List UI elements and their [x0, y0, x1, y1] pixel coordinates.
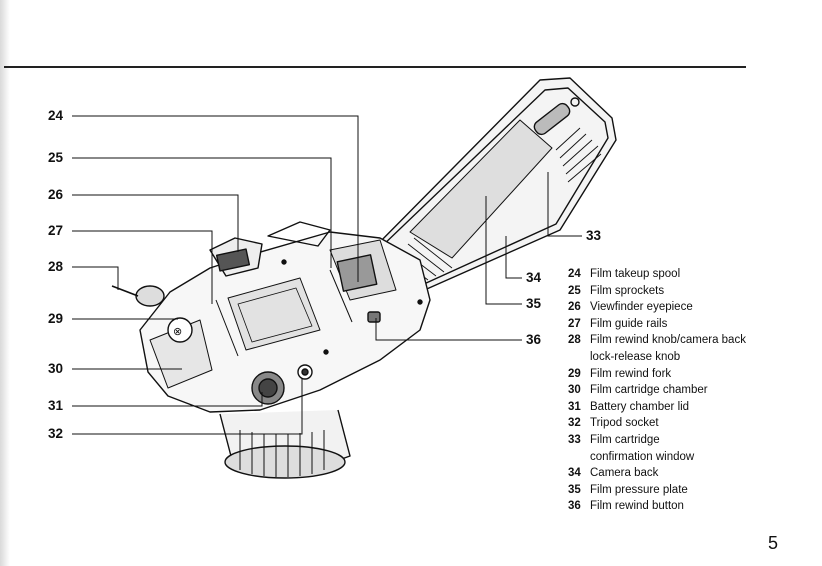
svg-text:⊗: ⊗ — [173, 326, 182, 338]
callout-30: 30 — [48, 361, 64, 376]
callout-34: 34 — [526, 270, 542, 285]
lens-illustration — [219, 409, 351, 479]
legend-number: 34 — [568, 467, 581, 480]
legend-label: Tripod socket — [590, 417, 659, 430]
legend-label: Film pressure plate — [590, 483, 688, 496]
legend-label: Film rewind knob/camera back lock-releas… — [590, 334, 746, 363]
legend-number: 25 — [568, 284, 581, 297]
legend-label: Film cartridge confirmation window — [590, 433, 695, 463]
legend-item-24: 24 Film takeup spool — [568, 266, 808, 283]
parts-legend: 24 Film takeup spool 25 Film sprockets 2… — [568, 266, 808, 515]
legend-number: 36 — [568, 500, 581, 513]
legend-number: 31 — [568, 400, 581, 413]
callout-33: 33 — [586, 228, 602, 243]
legend-number: 27 — [568, 317, 581, 330]
legend-label: Film sprockets — [590, 284, 665, 297]
callout-32: 32 — [48, 426, 64, 441]
legend-number: 32 — [568, 417, 581, 430]
page-number: 5 — [768, 533, 779, 553]
legend-label: Viewfinder eyepiece — [590, 301, 693, 314]
callout-26: 26 — [48, 187, 64, 202]
legend-item-34: 34 Camera back — [568, 465, 808, 482]
legend-item-28: 28 Film rewind knob/camera back lock-rel… — [568, 332, 808, 365]
leader-lines — [72, 115, 582, 435]
callout-29: 29 — [48, 311, 64, 326]
legend-item-27: 27 Film guide rails — [568, 316, 808, 333]
legend-item-31: 31 Battery chamber lid — [568, 399, 808, 416]
legend-item-36: 36 Film rewind button — [568, 498, 808, 515]
page-edge-shadow — [0, 0, 10, 566]
legend-item-26: 26 Viewfinder eyepiece — [568, 299, 808, 316]
header-rule — [4, 66, 746, 68]
legend-item-33: 33 Film cartridge confirmation window — [568, 432, 808, 465]
callout-31: 31 — [48, 398, 64, 413]
legend-item-32: 32 Tripod socket — [568, 415, 808, 432]
legend-label: Camera back — [590, 467, 659, 480]
callout-28: 28 — [48, 259, 64, 274]
callout-36: 36 — [526, 332, 542, 347]
legend-item-35: 35 Film pressure plate — [568, 482, 808, 499]
legend-label: Battery chamber lid — [590, 400, 690, 413]
callout-24: 24 — [48, 108, 64, 123]
legend-item-29: 29 Film rewind fork — [568, 366, 808, 383]
legend-item-25: 25 Film sprockets — [568, 283, 808, 300]
legend-label: Film cartridge chamber — [590, 384, 708, 397]
legend-number: 26 — [568, 301, 581, 314]
callout-35: 35 — [526, 296, 542, 311]
legend-number: 33 — [568, 433, 581, 446]
camera-body-illustration: ⊗ — [111, 221, 431, 413]
legend-label: Film guide rails — [590, 317, 668, 330]
legend-number: 35 — [568, 483, 581, 496]
callout-27: 27 — [48, 223, 64, 238]
legend-number: 24 — [568, 268, 581, 280]
legend-label: Film takeup spool — [590, 268, 681, 280]
legend-label: Film rewind fork — [590, 367, 672, 380]
legend-number: 29 — [568, 367, 581, 380]
legend-item-30: 30 Film cartridge chamber — [568, 382, 808, 399]
legend-number: 28 — [568, 334, 581, 347]
legend-label: Film rewind button — [590, 500, 684, 513]
legend-number: 30 — [568, 384, 581, 397]
callout-25: 25 — [48, 150, 64, 165]
